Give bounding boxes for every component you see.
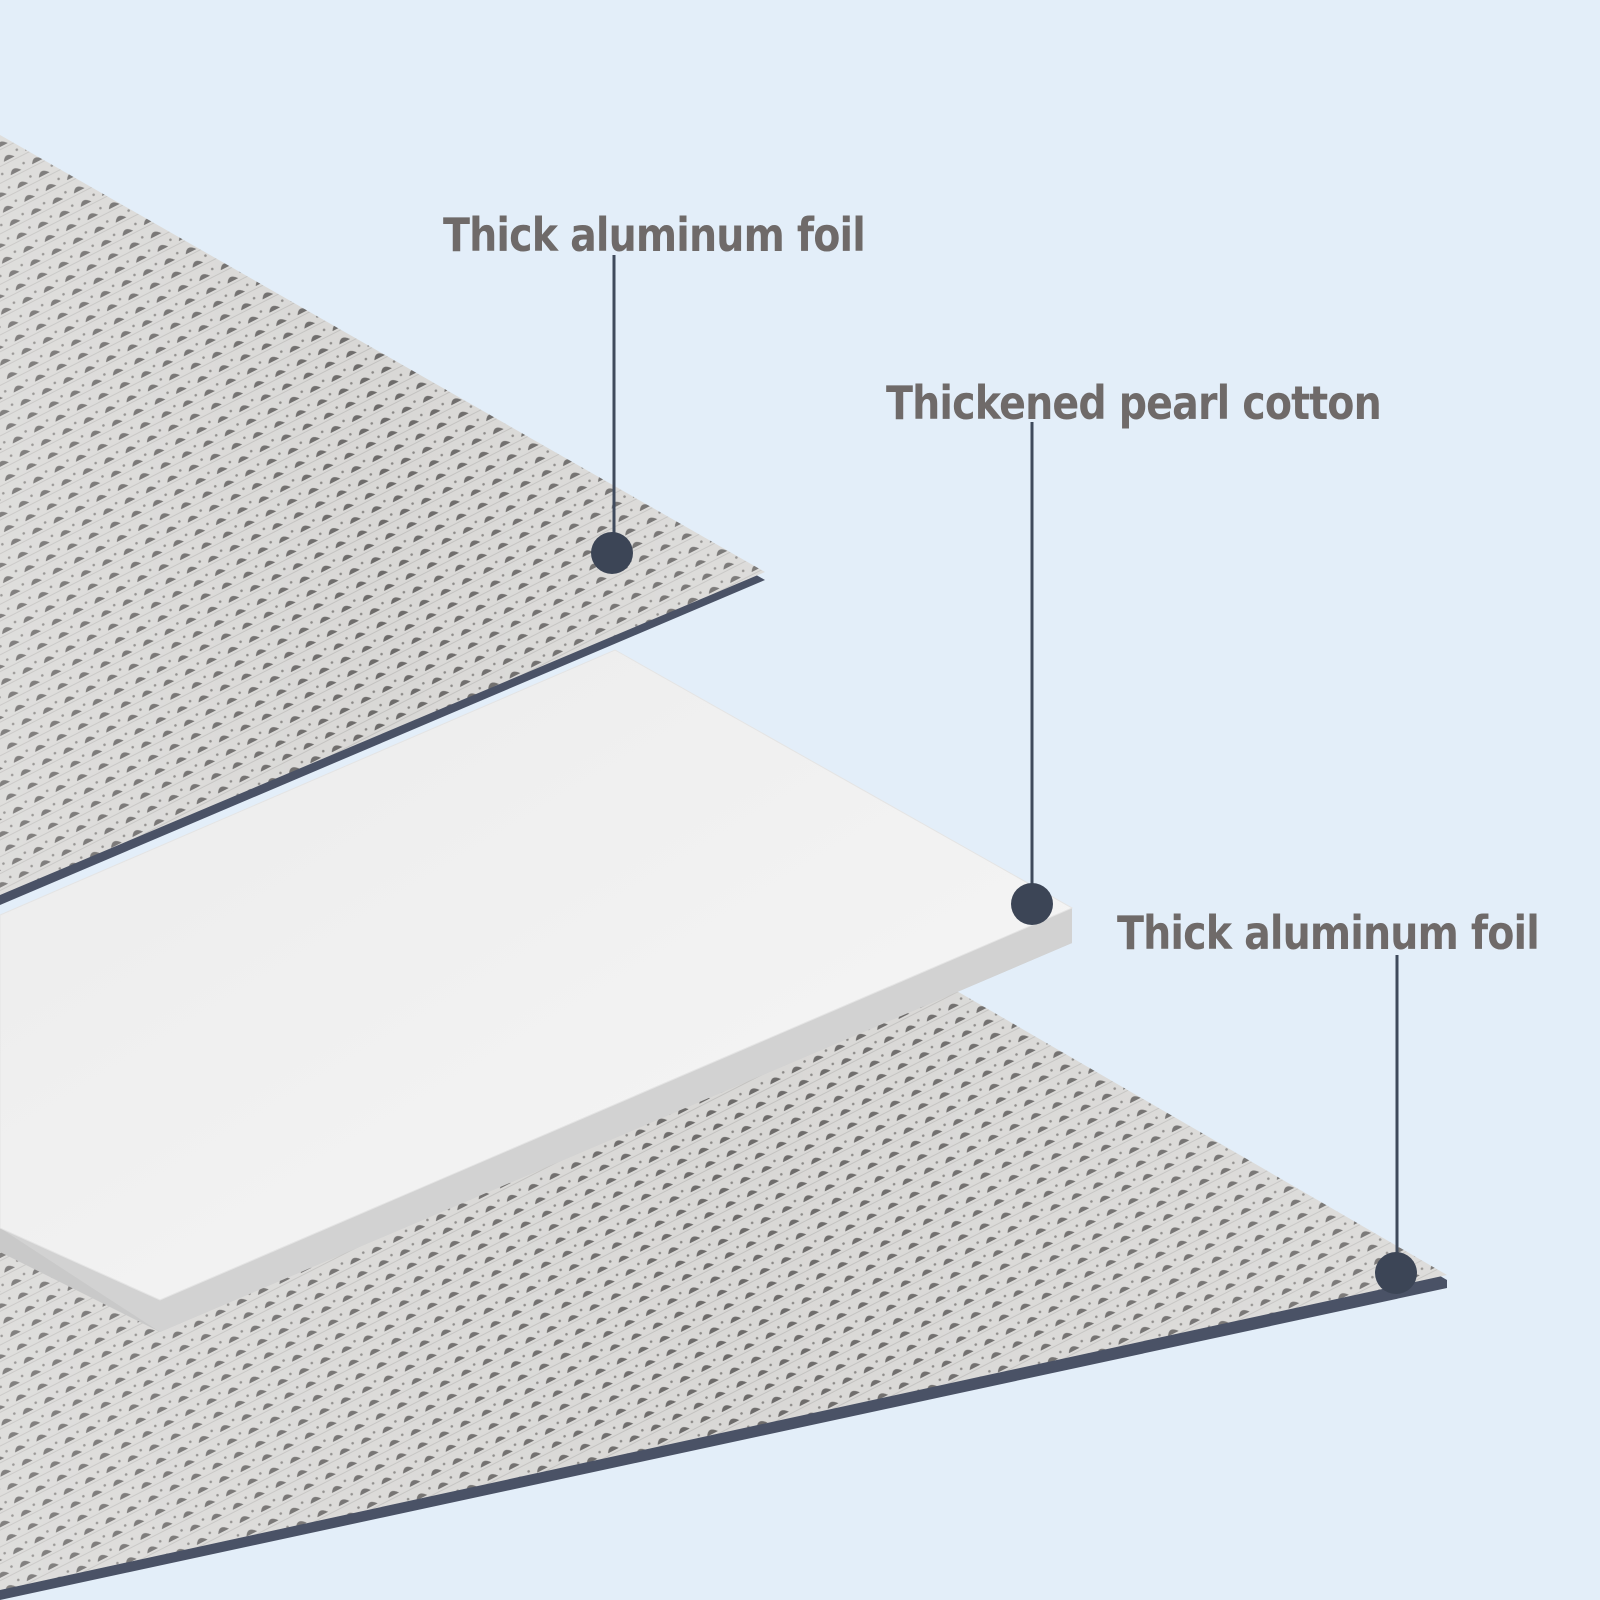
top-foil-sheet (0, 135, 765, 905)
middle-layer-label: Thickened pearl cotton (886, 376, 1382, 430)
middle-cotton-slab (0, 649, 1074, 1332)
marker-dot-1 (591, 532, 633, 574)
marker-dot-2 (1011, 883, 1053, 925)
top-layer-label: Thick aluminum foil (443, 208, 866, 262)
bottom-layer-label: Thick aluminum foil (1117, 906, 1540, 960)
marker-dot-3 (1375, 1252, 1417, 1294)
